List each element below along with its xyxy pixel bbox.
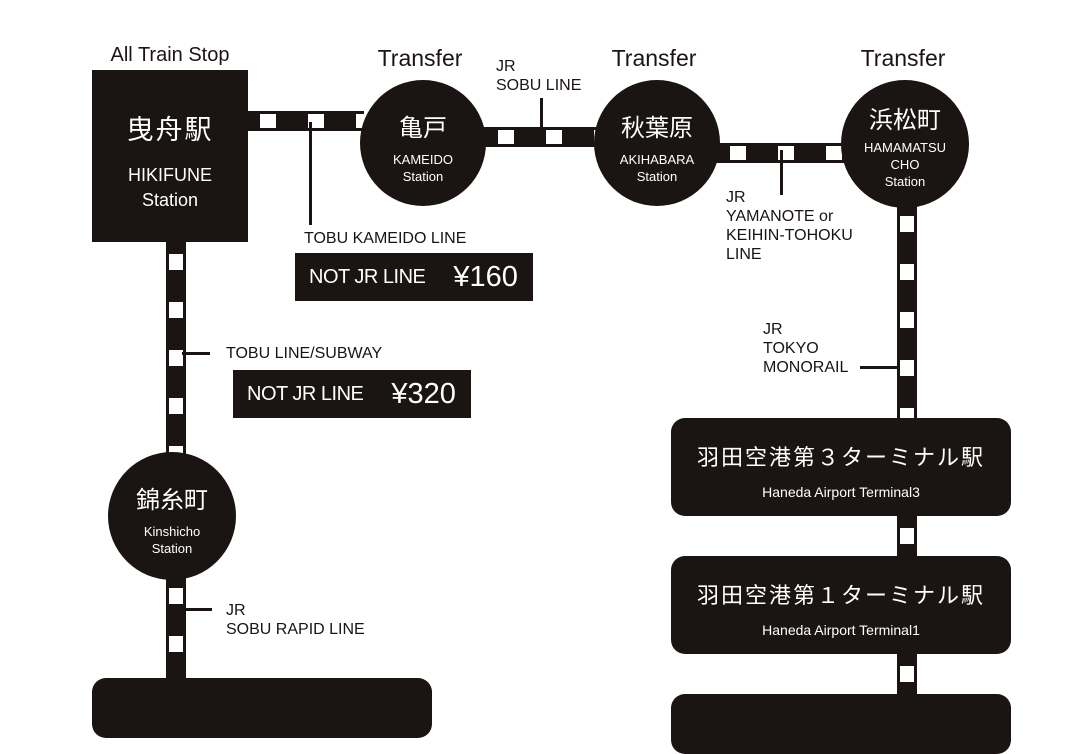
haneda-terminal3-station[interactable]: 羽田空港第３ターミナル駅 Haneda Airport Terminal3 <box>671 418 1011 516</box>
fare-subway-label: NOT JR LINE <box>247 382 364 405</box>
hamamatsucho-en-name: HAMAMATSU CHO Station <box>863 140 947 189</box>
transfer-header-akihabara: Transfer <box>611 45 697 71</box>
fare-subway-price: ¥320 <box>391 377 456 410</box>
jr-sobu-rapid-line-label: JR SOBU RAPID LINE <box>226 602 365 638</box>
kameido-jp-name: 亀戸 <box>399 114 447 142</box>
kinshicho-station[interactable]: 錦糸町 Kinshicho Station <box>108 452 236 580</box>
kinshicho-en-name: Kinshicho Station <box>143 524 201 556</box>
jr-yamanote-line-label: JR YAMANOTE or KEIHIN-TOHOKU LINE <box>726 189 853 263</box>
fare-box-subway: NOT JR LINE ¥320 <box>233 370 471 418</box>
kameido-station[interactable]: 亀戸 KAMEIDO Station <box>360 80 486 206</box>
sobu-rapid-leader <box>182 608 212 611</box>
jr-tokyo-monorail-label: JR TOKYO MONORAIL <box>763 321 849 376</box>
fare-kameido-label: NOT JR LINE <box>309 265 426 288</box>
akihabara-station[interactable]: 秋葉原 AKIHABARA Station <box>594 80 720 206</box>
hamamatsucho-station[interactable]: 浜松町 HAMAMATSU CHO Station <box>841 80 969 208</box>
haneda-t1-en-name: Haneda Airport Terminal1 <box>762 622 920 638</box>
transfer-header-hamamatsucho: Transfer <box>860 45 946 71</box>
jr-sobu-leader <box>540 98 543 132</box>
tobu-kameido-line-label: TOBU KAMEIDO LINE <box>304 230 467 247</box>
track-hikifune-kameido <box>246 111 364 131</box>
haneda-t3-en-name: Haneda Airport Terminal3 <box>762 484 920 500</box>
tobu-kameido-leader <box>309 122 312 225</box>
fare-box-kameido: NOT JR LINE ¥160 <box>295 253 533 301</box>
haneda-terminal1-station[interactable]: 羽田空港第１ターミナル駅 Haneda Airport Terminal1 <box>671 556 1011 654</box>
bottom-left-station-box[interactable] <box>92 678 432 738</box>
fare-kameido-price: ¥160 <box>453 260 518 293</box>
bottom-right-station-box[interactable] <box>671 694 1011 754</box>
hikifune-en-name: HIKIFUNE Station <box>127 165 212 210</box>
monorail-leader <box>860 366 900 369</box>
track-t1-south <box>897 652 917 700</box>
tobu-subway-line-label: TOBU LINE/SUBWAY <box>226 345 383 362</box>
jr-yamanote-leader <box>780 150 783 195</box>
kinshicho-jp-name: 錦糸町 <box>136 486 208 514</box>
hamamatsucho-jp-name: 浜松町 <box>869 106 941 134</box>
akihabara-en-name: AKIHABARA Station <box>619 152 695 184</box>
track-t3-t1 <box>897 514 917 560</box>
track-kinshicho-south <box>166 574 186 700</box>
track-hikifune-kinshicho <box>166 240 186 462</box>
hikifune-jp-name: 曳舟駅 <box>126 115 214 146</box>
kameido-en-name: KAMEIDO Station <box>393 152 453 184</box>
akihabara-jp-name: 秋葉原 <box>621 114 693 142</box>
jr-sobu-line-label: JR SOBU LINE <box>496 58 582 94</box>
haneda-t3-jp-name: 羽田空港第３ターミナル駅 <box>696 446 985 471</box>
hikifune-station[interactable]: 曳舟駅 HIKIFUNE Station <box>92 70 248 242</box>
haneda-t1-jp-name: 羽田空港第１ターミナル駅 <box>696 584 985 609</box>
track-hamamatsucho-monorail <box>897 202 917 422</box>
tobu-subway-leader <box>182 352 210 355</box>
transfer-header-kameido: Transfer <box>377 45 463 71</box>
all-train-stop-header: All Train Stop <box>110 44 230 66</box>
